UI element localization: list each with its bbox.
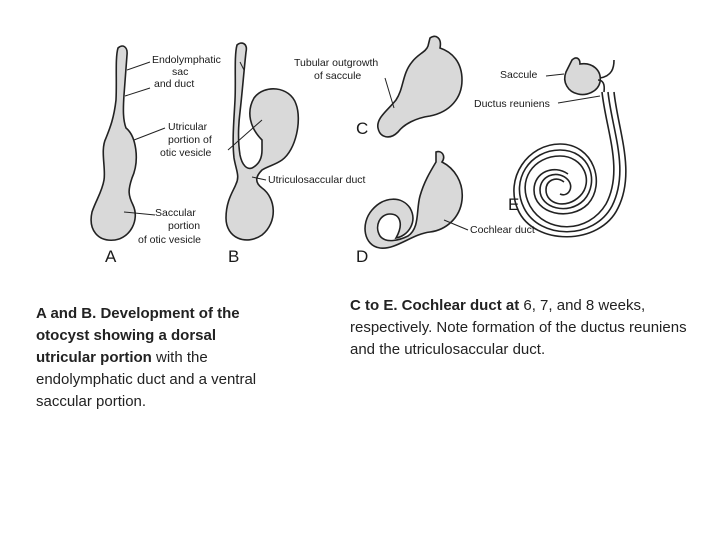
caption-a-b-text: with the endolymphatic duct and a ventra… <box>36 349 257 410</box>
panel-e-cochlear-duct <box>513 57 627 238</box>
panel-a-otocyst <box>90 45 166 241</box>
panel-letter-a: A <box>105 247 117 266</box>
embryology-figure: Endolymphatic sac and duct Utricular por… <box>90 35 627 266</box>
panel-letter-b: B <box>228 247 239 266</box>
label-saccular-1: Saccular <box>155 207 196 219</box>
label-endolymphatic-1: Endolymphatic <box>152 54 221 66</box>
label-saccule: Saccule <box>500 69 538 81</box>
caption-c-e-bold: C to E. Cochlear duct at <box>350 297 520 314</box>
caption-a-b: A and B. Development of the otocyst show… <box>36 303 266 413</box>
panel-letter-d: D <box>356 247 368 266</box>
label-saccular-2: portion <box>168 220 200 232</box>
caption-a-b-bold: A and B. Development of the otocyst show… <box>36 305 240 366</box>
caption-c-e-text: 6, 7, and 8 weeks, respectively. Note fo… <box>350 297 687 358</box>
label-tubular-outgrowth-2: of saccule <box>314 70 361 82</box>
panel-c-saccule <box>377 35 463 138</box>
label-utricular-3: otic vesicle <box>160 147 212 159</box>
label-utriculosaccular-duct: Utriculosaccular duct <box>268 174 366 186</box>
panel-b-otocyst <box>225 42 300 241</box>
label-endolymphatic-3: and duct <box>154 78 194 90</box>
label-cochlear-duct: Cochlear duct <box>470 224 535 236</box>
panel-letter-e: E <box>508 195 519 214</box>
caption-c-e: C to E. Cochlear duct at 6, 7, and 8 wee… <box>350 295 700 361</box>
panel-letter-c: C <box>356 119 368 138</box>
label-ductus-reuniens: Ductus reuniens <box>474 98 550 110</box>
label-endolymphatic-2: sac <box>172 66 188 78</box>
label-saccular-3: of otic vesicle <box>138 234 201 246</box>
label-tubular-outgrowth-1: Tubular outgrowth <box>294 57 378 69</box>
panel-d-cochlear-duct <box>364 150 469 249</box>
label-utricular-2: portion of <box>168 134 212 146</box>
label-utricular-1: Utricular <box>168 121 208 133</box>
